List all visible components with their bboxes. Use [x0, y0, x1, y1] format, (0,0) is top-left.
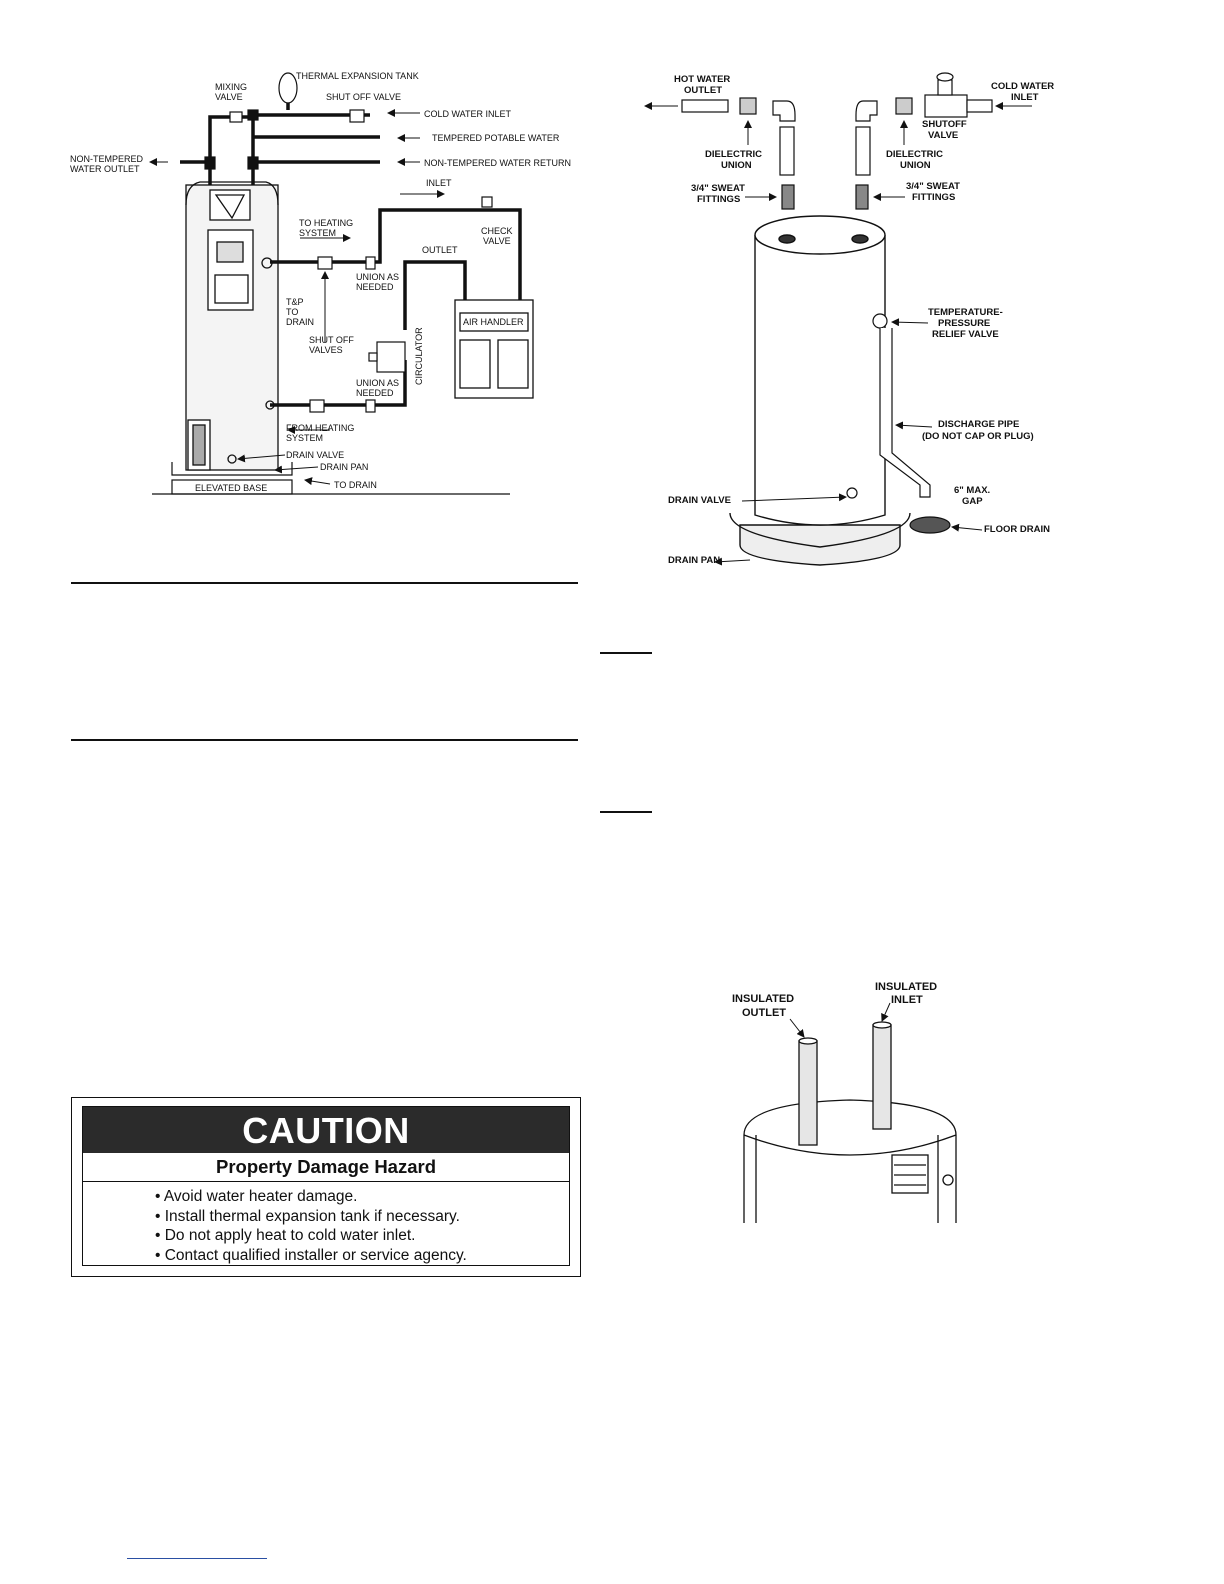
svg-text:CIRCULATOR: CIRCULATOR: [414, 327, 424, 385]
svg-text:3/4" SWEAT: 3/4" SWEAT: [906, 181, 960, 192]
svg-text:UNION: UNION: [721, 160, 752, 171]
svg-text:DRAIN VALVE: DRAIN VALVE: [286, 450, 344, 460]
svg-text:DRAIN: DRAIN: [286, 317, 314, 327]
caution-item: • Install thermal expansion tank if nece…: [155, 1207, 460, 1225]
svg-text:VALVES: VALVES: [309, 345, 343, 355]
footer-link-underline[interactable]: [127, 1558, 267, 1559]
svg-text:NEEDED: NEEDED: [356, 388, 394, 398]
svg-text:TEMPERED POTABLE WATER: TEMPERED POTABLE WATER: [432, 133, 560, 143]
insulated-labels: INSULATED OUTLET INSULATED INLET: [732, 981, 937, 1019]
svg-text:FROM HEATING: FROM HEATING: [286, 423, 354, 433]
svg-text:NON-TEMPERED WATER RETURN: NON-TEMPERED WATER RETURN: [424, 158, 571, 168]
svg-text:OUTLET: OUTLET: [684, 85, 722, 96]
insulated-pipes: [798, 1021, 892, 1146]
section-rule-1: [71, 582, 578, 584]
svg-text:DIELECTRIC: DIELECTRIC: [886, 149, 943, 160]
svg-text:6" MAX.: 6" MAX.: [954, 485, 990, 496]
svg-text:DRAIN PAN: DRAIN PAN: [320, 462, 368, 472]
svg-text:UNION: UNION: [900, 160, 931, 171]
svg-text:SHUT OFF VALVE: SHUT OFF VALVE: [326, 92, 401, 102]
svg-text:SHUT OFF: SHUT OFF: [309, 335, 354, 345]
svg-text:WATER OUTLET: WATER OUTLET: [70, 164, 140, 174]
caution-item: • Contact qualified installer or service…: [155, 1246, 467, 1264]
svg-text:DRAIN PAN: DRAIN PAN: [668, 555, 720, 566]
svg-text:GAP: GAP: [962, 496, 983, 507]
caution-list: • Avoid water heater damage. • Install t…: [83, 1182, 569, 1265]
insulated-pipes-diagram: INSULATED OUTLET INSULATED INLET: [732, 981, 957, 1223]
svg-text:UNION AS: UNION AS: [356, 272, 399, 282]
svg-text:DISCHARGE PIPE: DISCHARGE PIPE: [938, 419, 1019, 430]
svg-text:AIR HANDLER: AIR HANDLER: [463, 317, 524, 327]
flow-arrows: [149, 109, 445, 486]
caution-heading: CAUTION: [83, 1107, 569, 1153]
section-rule-2: [71, 739, 578, 741]
svg-text:VALVE: VALVE: [215, 92, 243, 102]
svg-text:HOT WATER: HOT WATER: [674, 74, 730, 85]
svg-text:SYSTEM: SYSTEM: [286, 433, 323, 443]
svg-text:DIELECTRIC: DIELECTRIC: [705, 149, 762, 160]
svg-text:INSULATED: INSULATED: [875, 981, 937, 993]
svg-text:(DO NOT CAP OR PLUG): (DO NOT CAP OR PLUG): [922, 431, 1034, 442]
right-diagram-labels: HOT WATER OUTLET COLD WATER INLET SHUTOF…: [668, 74, 1054, 566]
svg-text:INLET: INLET: [426, 178, 452, 188]
svg-text:TEMPERATURE-: TEMPERATURE-: [928, 307, 1003, 318]
svg-text:NEEDED: NEEDED: [356, 282, 394, 292]
svg-text:DRAIN VALVE: DRAIN VALVE: [668, 495, 731, 506]
svg-text:COLD WATER INLET: COLD WATER INLET: [424, 109, 512, 119]
valves: [204, 72, 493, 413]
pipe-fittings: [681, 72, 993, 534]
svg-text:FITTINGS: FITTINGS: [912, 192, 955, 203]
left-diagram-labels: THERMAL EXPANSION TANK MIXING VALVE SHUT…: [70, 71, 571, 493]
svg-text:3/4" SWEAT: 3/4" SWEAT: [691, 183, 745, 194]
tank-top: [743, 1099, 957, 1223]
water-heater-tank: [729, 215, 911, 566]
svg-text:INLET: INLET: [1011, 92, 1039, 103]
caution-item: • Avoid water heater damage.: [155, 1188, 358, 1205]
caution-subheading: Property Damage Hazard: [83, 1153, 569, 1182]
caution-frame: CAUTION Property Damage Hazard • Avoid w…: [82, 1106, 570, 1266]
svg-text:OUTLET: OUTLET: [422, 245, 458, 255]
section-rule-3: [600, 652, 652, 654]
water-heater-unit: [185, 181, 279, 471]
svg-text:NON-TEMPERED: NON-TEMPERED: [70, 154, 144, 164]
svg-text:ELEVATED BASE: ELEVATED BASE: [195, 483, 267, 493]
combination-heating-diagram: THERMAL EXPANSION TANK MIXING VALVE SHUT…: [70, 71, 571, 495]
water-connections-diagram: HOT WATER OUTLET COLD WATER INLET SHUTOF…: [644, 72, 1054, 566]
insulated-callout-arrows: [789, 1002, 891, 1038]
callout-arrows: [644, 102, 1032, 566]
svg-text:SHUTOFF: SHUTOFF: [922, 119, 967, 130]
svg-text:T&P: T&P: [286, 297, 304, 307]
svg-text:TO DRAIN: TO DRAIN: [334, 480, 377, 490]
svg-text:VALVE: VALVE: [483, 236, 511, 246]
svg-text:UNION AS: UNION AS: [356, 378, 399, 388]
svg-text:FLOOR DRAIN: FLOOR DRAIN: [984, 524, 1050, 535]
svg-text:RELIEF VALVE: RELIEF VALVE: [932, 329, 999, 340]
svg-text:INLET: INLET: [891, 994, 923, 1006]
svg-text:CHECK: CHECK: [481, 226, 513, 236]
svg-text:TO HEATING: TO HEATING: [299, 218, 353, 228]
svg-text:MIXING: MIXING: [215, 82, 247, 92]
caution-box: CAUTION Property Damage Hazard • Avoid w…: [71, 1097, 581, 1277]
svg-text:VALVE: VALVE: [928, 130, 958, 141]
air-handler: [454, 299, 534, 399]
svg-text:PRESSURE: PRESSURE: [938, 318, 990, 329]
svg-text:THERMAL EXPANSION TANK: THERMAL EXPANSION TANK: [296, 71, 419, 81]
svg-text:COLD WATER: COLD WATER: [991, 81, 1054, 92]
section-rule-4: [600, 811, 652, 813]
svg-text:INSULATED: INSULATED: [732, 993, 794, 1005]
svg-text:SYSTEM: SYSTEM: [299, 228, 336, 238]
svg-text:OUTLET: OUTLET: [742, 1007, 786, 1019]
caution-item: • Do not apply heat to cold water inlet.: [155, 1227, 416, 1245]
svg-text:FITTINGS: FITTINGS: [697, 194, 740, 205]
svg-text:TO: TO: [286, 307, 298, 317]
